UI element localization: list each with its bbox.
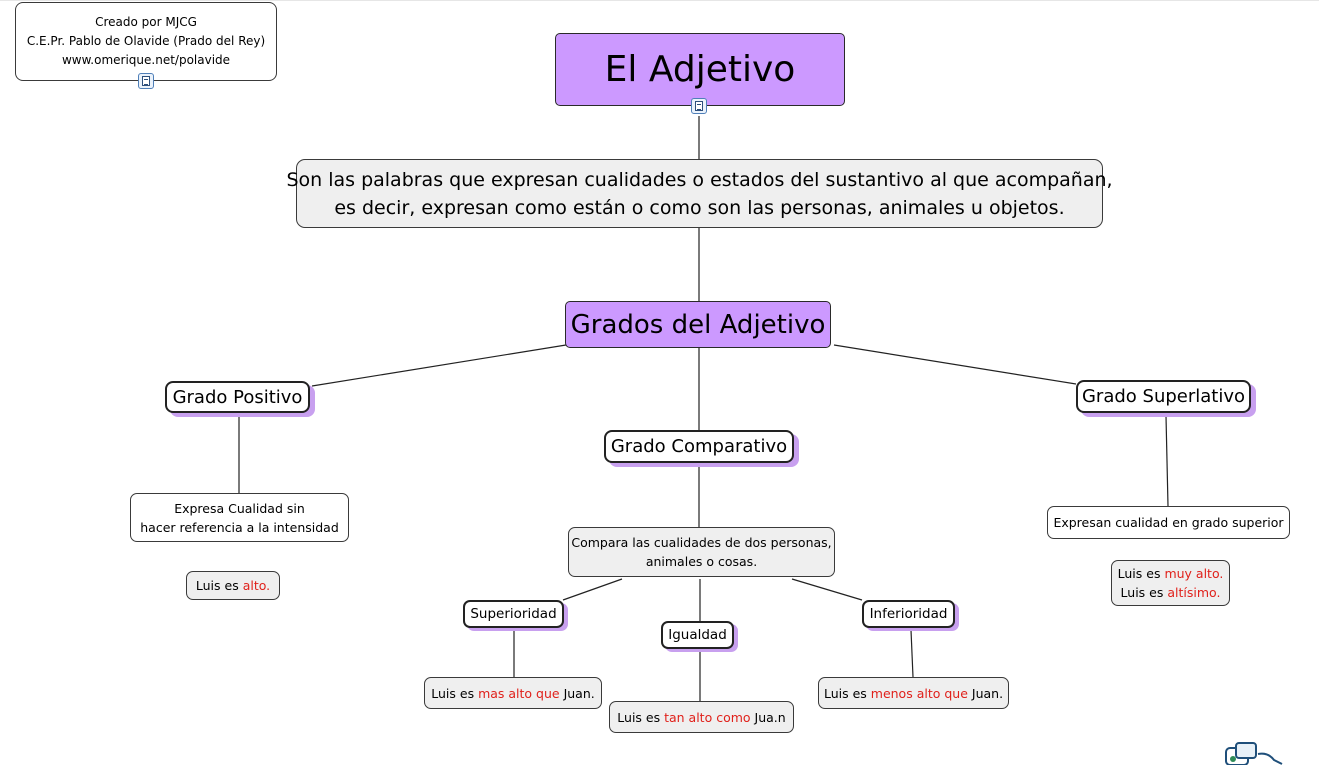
page-title: El Adjetivo: [604, 49, 796, 90]
igualdad-example: Luis es tan alto como Jua.n: [617, 710, 785, 725]
example-highlight: tan alto como: [664, 709, 751, 725]
comparativo-desc-line-2: animales o cosas.: [645, 554, 758, 569]
credits-website: www.omerique.net/polavide: [61, 53, 231, 67]
superlativo-desc: Expresan cualidad en grado superior: [1053, 515, 1284, 530]
superlativo-example-1: Luis es muy alto.: [1118, 564, 1224, 583]
example-highlight: mas alto que: [478, 685, 560, 701]
example-text: Luis es: [431, 685, 479, 701]
example-text: Jua.n: [750, 709, 786, 725]
example-text: Luis es: [617, 709, 665, 725]
example-highlight: alto.: [242, 578, 271, 593]
link-desc-superioridad: [562, 578, 623, 601]
top-border-line: [0, 0, 1319, 1]
inferioridad-node: Inferioridad: [862, 600, 955, 628]
example-text: Luis es: [1120, 585, 1168, 600]
superioridad-example-box: Luis es mas alto que Juan.: [424, 677, 602, 709]
inferioridad-example-box: Luis es menos alto que Juan.: [818, 677, 1009, 709]
title-node: El Adjetivo: [555, 33, 845, 106]
comparativo-desc-box: Compara las cualidades de dos personas, …: [568, 527, 835, 577]
link-inferioridad-example: [910, 629, 914, 678]
inferioridad-example: Luis es menos alto que Juan.: [824, 686, 1003, 701]
superioridad-example: Luis es mas alto que Juan.: [431, 686, 594, 701]
example-text: Luis es: [195, 578, 243, 593]
grado-superlativo-node: Grado Superlativo: [1076, 380, 1251, 413]
grado-comparativo-node: Grado Comparativo: [604, 430, 794, 463]
credits-school: C.E.Pr. Pablo de Olavide (Prado del Rey): [26, 34, 266, 48]
definition-line-1: Son las palabras que expresan cualidades…: [286, 168, 1113, 191]
positivo-example-box: Luis es alto.: [186, 571, 280, 600]
note-icon[interactable]: [691, 98, 707, 114]
grados-node: Grados del Adjetivo: [565, 301, 831, 348]
superlativo-example-2: Luis es altísimo.: [1121, 583, 1221, 602]
credits-author: Creado por MJCG: [95, 15, 197, 29]
note-icon[interactable]: [138, 73, 154, 89]
igualdad-node: Igualdad: [661, 621, 734, 649]
example-text: Luis es: [1117, 566, 1165, 581]
positivo-desc-box: Expresa Cualidad sin hacer referencia a …: [130, 493, 349, 542]
grados-title: Grados del Adjetivo: [570, 309, 826, 340]
igualdad-example-box: Luis es tan alto como Jua.n: [609, 701, 794, 733]
positivo-desc-line-2: hacer referencia a la intensidad: [140, 519, 339, 535]
cmap-logo-icon: [1225, 742, 1283, 765]
example-highlight: menos alto que: [870, 685, 968, 701]
example-text: Juan.: [559, 685, 595, 701]
link-grados-superlativo: [833, 344, 1077, 385]
grado-positivo-label: Grado Positivo: [172, 386, 303, 408]
superlativo-desc-box: Expresan cualidad en grado superior: [1047, 506, 1290, 539]
grado-comparativo-label: Grado Comparativo: [610, 436, 788, 457]
example-highlight: altísimo.: [1167, 585, 1221, 600]
link-superlativo-desc: [1165, 415, 1169, 507]
example-highlight: muy alto.: [1164, 566, 1224, 581]
example-text: Juan.: [967, 685, 1004, 701]
grado-positivo-node: Grado Positivo: [165, 381, 310, 413]
link-desc-inferioridad: [791, 578, 863, 601]
grado-superlativo-label: Grado Superlativo: [1081, 386, 1246, 407]
superioridad-label: Superioridad: [470, 606, 557, 622]
superlativo-example-box: Luis es muy alto. Luis es altísimo.: [1111, 560, 1230, 606]
inferioridad-label: Inferioridad: [869, 606, 948, 622]
link-grados-positivo: [311, 344, 567, 387]
definition-line-2: es decir, expresan como están o como son…: [334, 196, 1065, 219]
igualdad-label: Igualdad: [668, 627, 727, 643]
example-text: Luis es: [823, 685, 871, 701]
comparativo-desc-line-1: Compara las cualidades de dos personas,: [571, 535, 832, 550]
superioridad-node: Superioridad: [463, 600, 564, 628]
positivo-desc-line-1: Expresa Cualidad sin: [174, 500, 305, 516]
definition-box: Son las palabras que expresan cualidades…: [286, 159, 1113, 228]
positivo-example: Luis es alto.: [196, 578, 270, 593]
credits-box: Creado por MJCG C.E.Pr. Pablo de Olavide…: [15, 2, 277, 81]
